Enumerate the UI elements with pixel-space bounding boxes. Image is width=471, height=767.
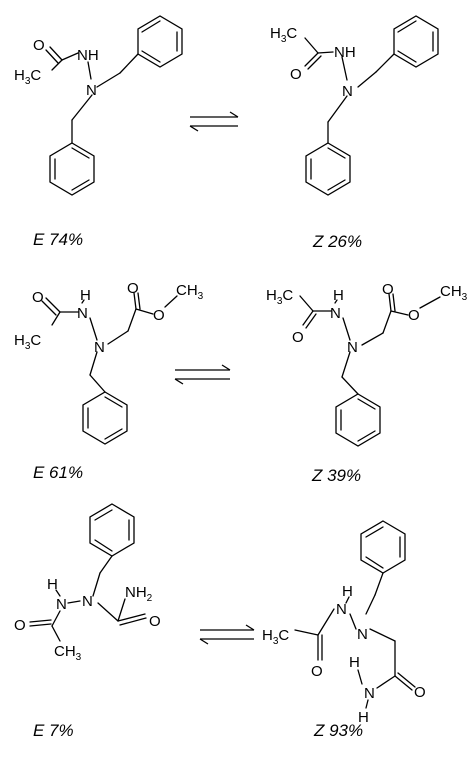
equilibrium-arrow (174, 364, 231, 385)
molecule-2-z: H3C H N O N O O CH3 (266, 281, 468, 447)
benzene-ring (335, 393, 381, 447)
isomer-ratio-caption: E 74% (33, 230, 83, 249)
molecule-3-z: H N N H3C O H N H O (262, 520, 426, 726)
benzene-ring (49, 142, 95, 196)
atom-label: H (358, 709, 369, 726)
atom-label: O (414, 684, 426, 701)
atom-label: O (32, 289, 44, 306)
atom-label: O (14, 617, 26, 634)
atom-label: O (33, 37, 45, 54)
atom-label: NH (334, 44, 356, 61)
benzene-ring (305, 142, 351, 196)
atom-label: O (153, 307, 165, 324)
atom-label: N (56, 596, 67, 613)
atom-label: O (311, 663, 323, 680)
atom-label: H (342, 583, 353, 600)
atom-label: N (347, 339, 358, 356)
benzene-ring (360, 520, 406, 574)
atom-label: N (330, 305, 341, 322)
atom-label: O (127, 280, 139, 297)
atom-label: N (342, 83, 353, 100)
atom-label: H (80, 287, 91, 304)
atom-label: O (149, 613, 161, 630)
benzene-ring (393, 15, 439, 68)
benzene-ring (89, 503, 135, 557)
atom-label: O (292, 329, 304, 346)
atom-label: O (290, 66, 302, 83)
atom-label: H (333, 287, 344, 304)
atom-label: N (364, 685, 375, 702)
atom-label: H3C (262, 627, 289, 647)
atom-label: N (357, 626, 368, 643)
molecule-1-z: H3C NH O N (270, 15, 439, 196)
atom-label: N (94, 339, 105, 356)
isomer-ratio-caption: E 61% (33, 463, 83, 482)
molecule-2-e: O H N H3C N O O CH3 (14, 280, 204, 445)
atom-label: H3C (266, 287, 293, 307)
atom-label: CH3 (54, 643, 82, 663)
benzene-ring (82, 391, 128, 445)
isomer-ratio-caption: E 7% (33, 721, 74, 740)
equilibrium-arrow (189, 111, 239, 132)
atom-label: H3C (270, 25, 297, 45)
atom-label: N (336, 601, 347, 618)
atom-label: N (77, 305, 88, 322)
molecule-3-e: H N N NH2 O O CH3 (14, 503, 161, 663)
atom-label: H3C (14, 332, 41, 352)
benzene-ring (137, 15, 183, 68)
atom-label: NH2 (125, 584, 153, 604)
isomer-ratio-caption: Z 93% (313, 721, 363, 740)
atom-label: N (86, 82, 97, 99)
atom-label: CH3 (440, 283, 468, 303)
atom-label: O (382, 281, 394, 298)
equilibrium-arrow (199, 624, 255, 645)
atom-label: CH3 (176, 282, 204, 302)
isomer-ratio-caption: Z 39% (311, 466, 361, 485)
atom-label: H (47, 576, 58, 593)
atom-label: N (82, 593, 93, 610)
atom-label: NH (77, 47, 99, 64)
molecule-1-e: O H3C NH N (14, 15, 183, 196)
atom-label: O (408, 307, 420, 324)
atom-label: H3C (14, 67, 41, 87)
atom-label: H (349, 654, 360, 671)
isomer-ratio-caption: Z 26% (312, 232, 362, 251)
